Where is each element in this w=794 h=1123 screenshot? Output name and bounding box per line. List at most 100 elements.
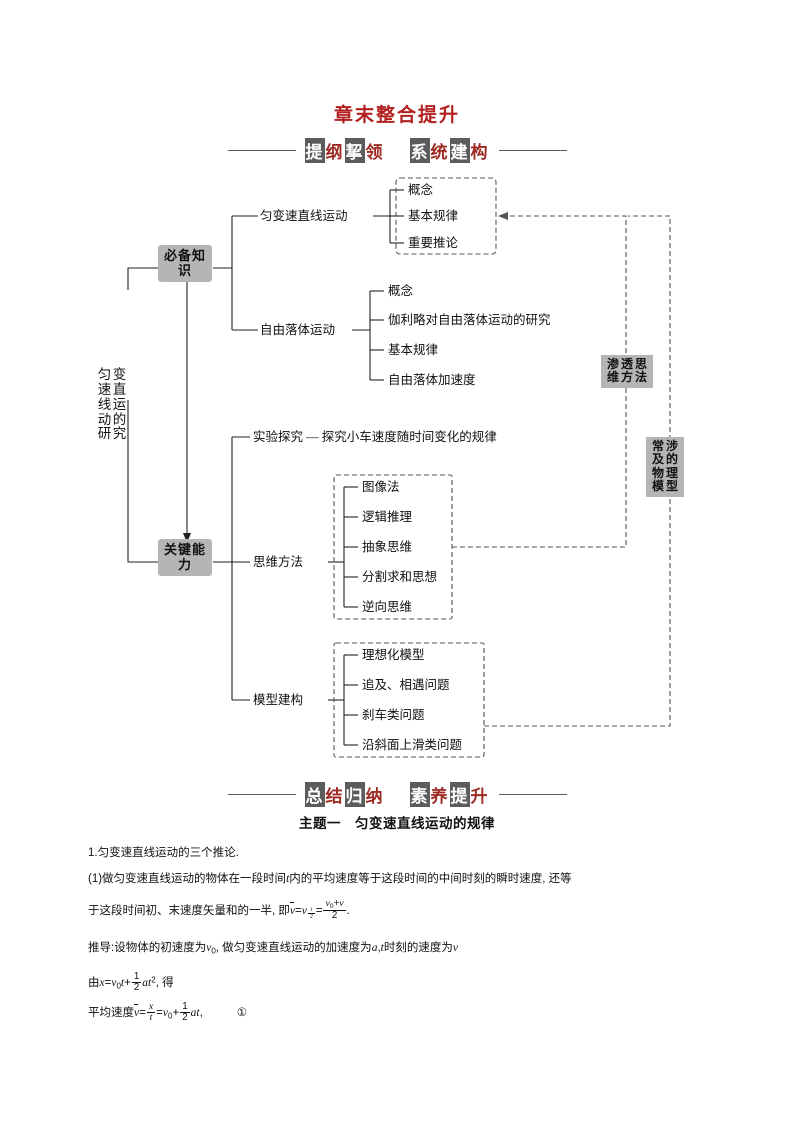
- line5-prefix: 由: [88, 977, 100, 990]
- rule2-right: [498, 794, 567, 795]
- side-label-thinking-infusion: 渗维透方思法: [601, 355, 653, 388]
- root-title-col-1: 匀速线动研: [97, 367, 112, 442]
- model-item-3: 沿斜面上滑类问题: [362, 738, 463, 752]
- branch-free-fall: 自由落体运动: [260, 323, 336, 337]
- line4-v0-sub: 0: [211, 946, 216, 956]
- band1-char-1: 提: [304, 138, 325, 163]
- band1-group1: 提纲挈领: [304, 138, 385, 163]
- line6-prefix: 平均速度: [88, 1007, 134, 1020]
- band1b-char-2: 统: [430, 143, 449, 162]
- arrow-head: [498, 212, 508, 220]
- side1-col-1: 渗维: [606, 357, 619, 385]
- body-line-4-d: 时刻的速度为: [383, 942, 453, 954]
- thinking-item-2: 抽象思维: [362, 540, 413, 554]
- line5-suffix: , 得: [155, 977, 174, 990]
- band1-group2: 系统建构: [409, 138, 490, 163]
- line6-avg-v: v: [134, 1004, 139, 1022]
- fraction-numerator: v0+v: [323, 898, 346, 912]
- line5-v0-sub: 0: [116, 981, 121, 991]
- page-title: 章末整合提升: [333, 105, 460, 126]
- body-line-4-b: , 做匀变速直线运动的加速度为: [215, 942, 372, 954]
- line4-comma: ,: [377, 942, 381, 954]
- node-key-ability[interactable]: 关键能力: [158, 539, 212, 577]
- line6-v0-sub: 0: [168, 1011, 173, 1021]
- sub-2: 2: [309, 913, 313, 920]
- half-den-2: 2: [182, 1012, 188, 1024]
- body-line-2-b: 内的平均速度等于这段时间的中间时刻的瞬时速度, 还等: [289, 873, 572, 885]
- node-key-ability-label: 关键能力: [164, 542, 207, 572]
- band2-char-1: 总: [304, 782, 325, 807]
- line6-x: x: [146, 1001, 156, 1014]
- band1-char-2: 纲: [325, 143, 344, 162]
- uniform-item-0: 概念: [408, 183, 434, 197]
- model-item-0: 理想化模型: [362, 648, 425, 662]
- side1-col-3: 思法: [634, 357, 647, 385]
- band1-char-4: 领: [365, 143, 384, 162]
- num-plus: +: [333, 898, 340, 909]
- branch-model-building: 模型建构: [253, 693, 304, 707]
- thinking-item-4: 逆向思维: [362, 600, 413, 614]
- num-v0-sub: 0: [329, 902, 334, 910]
- node-required-knowledge[interactable]: 必备知识: [158, 245, 212, 283]
- node-required-knowledge-label: 必备知识: [164, 248, 207, 278]
- line6-comma: ,: [199, 1007, 203, 1020]
- line6-at: at: [190, 1007, 200, 1020]
- line5-at: at: [142, 977, 152, 990]
- band2-char-2: 结: [325, 787, 344, 806]
- model-item-2: 刹车类问题: [362, 708, 425, 722]
- branch-thinking-method: 思维方法: [253, 555, 304, 569]
- section-header-outline: 提纲挈领 系统建构: [0, 138, 794, 163]
- branch-experiment: 实验探究 — 探究小车速度随时间变化的规律: [253, 430, 497, 444]
- line6-v0: v: [162, 1007, 168, 1020]
- band2-group1: 总结归纳: [304, 782, 385, 807]
- sub-t: t: [307, 907, 315, 914]
- side2-col-1: 常及物模: [651, 439, 664, 494]
- freefall-item-1: 伽利略对自由落体运动的研究: [388, 313, 551, 327]
- band2b-char-1: 素: [409, 782, 430, 807]
- uniform-item-2: 重要推论: [408, 236, 459, 250]
- section-header-summary: 总结归纳 素养提升: [0, 782, 794, 807]
- eq-2: =: [315, 904, 323, 917]
- rule-right: [498, 150, 567, 151]
- body-line-2-var-t: t: [286, 873, 290, 885]
- line4-v: v: [452, 942, 458, 954]
- line4-a: a: [371, 942, 378, 954]
- rule2-left: [227, 794, 296, 795]
- root-title-col-2: 变直运的究: [112, 367, 127, 442]
- band2b-char-3: 提: [449, 782, 470, 807]
- model-item-1: 追及、相遇问题: [362, 678, 450, 692]
- num-v: v: [339, 898, 344, 909]
- uniform-item-1: 基本规律: [408, 209, 459, 223]
- line6-eq2: =: [156, 1007, 163, 1020]
- line6-eq1: =: [139, 1007, 146, 1020]
- diagram-root-title: 匀速线动研变直运的究: [92, 367, 132, 442]
- freefall-item-2: 基本规律: [388, 343, 439, 357]
- line6-plus: +: [172, 1007, 180, 1020]
- band1b-char-4: 构: [470, 143, 489, 162]
- body-line-3-a: 于这段时间初、末速度矢量和的一半, 即: [88, 904, 290, 917]
- half-den-1: 2: [133, 982, 140, 994]
- mind-map-diagram: 匀速线动研变直运的究 必备知识 关键能力 匀变速直线运动 自由落体运动 概念 基…: [92, 177, 684, 758]
- line5-v0: v: [111, 977, 117, 990]
- side1-col-2: 透方: [620, 357, 633, 385]
- thinking-item-1: 逻辑推理: [362, 510, 413, 524]
- line5-plus: +: [124, 977, 131, 990]
- avg-velocity-symbol: v: [289, 902, 295, 920]
- band2-char-4: 纳: [365, 787, 384, 806]
- band2b-char-2: 养: [430, 787, 449, 806]
- side-label-common-models: 常及物模涉的理型: [646, 437, 684, 497]
- thinking-item-0: 图像法: [362, 480, 400, 494]
- line3-period: .: [346, 904, 350, 917]
- body-line-1: 1.匀变速直线运动的三个推论.: [88, 847, 239, 859]
- band2b-char-4: 升: [470, 787, 489, 806]
- line5-sup: 2: [151, 975, 156, 985]
- band1b-char-3: 建: [449, 138, 470, 163]
- side2-col-2: 涉的理型: [665, 439, 678, 494]
- rule-left: [227, 150, 296, 151]
